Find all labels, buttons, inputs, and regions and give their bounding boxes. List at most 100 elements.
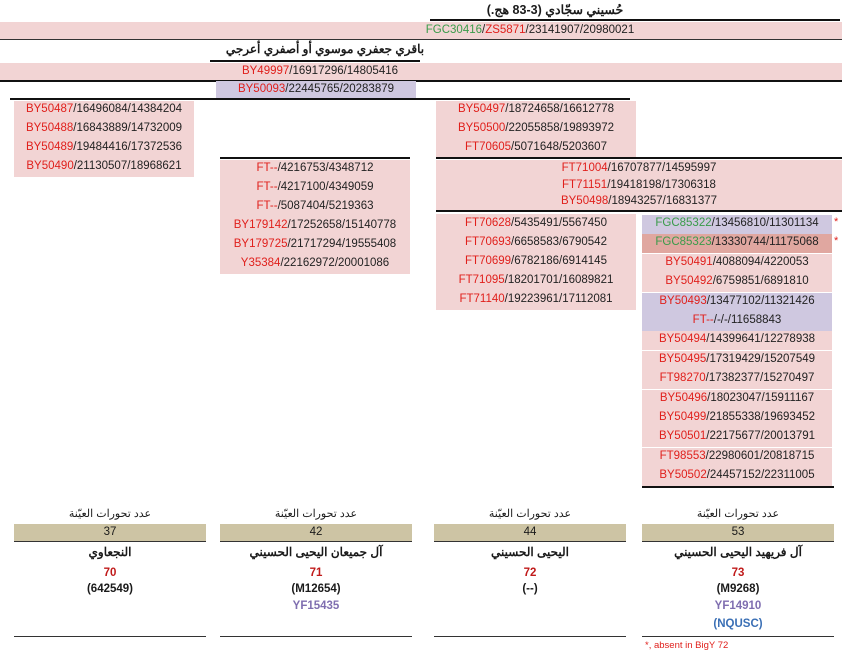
snp-segment: /17382377/15270497 <box>705 372 815 385</box>
col34-rule <box>436 210 842 212</box>
snp-segment: /22445765/20283879 <box>285 83 395 95</box>
root-lineage-rule <box>0 39 842 40</box>
snp-segment: /21130507/18968621 <box>73 160 182 172</box>
snp-row-band <box>642 370 832 390</box>
absent-marker: * <box>834 216 839 228</box>
family-code: (M9268) <box>716 583 760 595</box>
snp-segment: /19418198/17306318 <box>607 178 716 191</box>
snp-row-band <box>642 253 832 273</box>
snp-segment: /6658583/6790542 <box>511 236 607 248</box>
family-id: 72 <box>523 567 537 579</box>
family-id: 71 <box>309 567 323 579</box>
snp-segment: /21855338/19693452 <box>706 411 816 423</box>
branch-row1: BY49997/16917296/14805416 <box>210 62 430 80</box>
snp-segment: Y35384 <box>240 257 281 269</box>
snp-segment: /17252658/15140778 <box>287 219 397 231</box>
snp-segment: /16843889/14732009 <box>73 122 183 134</box>
snp-row: FT98553/22980601/20818715 <box>642 447 832 465</box>
snp-row: FGC85323/13330744/11175068 <box>642 233 832 251</box>
count-rule <box>220 541 412 542</box>
snp-segment: FT71151 <box>562 178 608 191</box>
count-rule <box>14 541 206 542</box>
snp-segment: FT98270 <box>659 372 706 385</box>
snp-segment: /5071648/5203607 <box>511 141 607 153</box>
mutation-count: 53 <box>642 524 834 541</box>
snp-row-band <box>642 215 832 234</box>
snp-row-band <box>642 234 832 254</box>
snp-segment: /19484416/17372536 <box>73 141 183 153</box>
group-bottom-rule <box>14 636 206 637</box>
branch-row2-band <box>216 81 416 98</box>
snp-row-band <box>642 428 832 448</box>
snp-segment: /21717294/19555408 <box>287 238 397 250</box>
root-title: حُسيني سجّادي (3-83 هج.) <box>486 3 624 17</box>
snp-row-band <box>642 292 832 312</box>
snp-row: Y35384/22162972/20001086 <box>220 254 410 272</box>
snp-segment: /14399641/12278938 <box>706 333 816 346</box>
snp-segment: /23141907/20980021 <box>525 24 635 36</box>
snp-row: BY50490/21130507/18968621 <box>14 157 194 175</box>
group-bottom-rule <box>220 636 412 637</box>
snp-segment: FT-- <box>256 162 278 174</box>
snp-segment: /22055858/19893972 <box>505 122 615 134</box>
absent-marker: * <box>834 235 839 248</box>
col2-top-rule <box>220 157 410 159</box>
snp-row: BY50497/18724658/16612778 <box>436 100 636 118</box>
snp-row: BY50500/22055858/19893972 <box>436 119 636 137</box>
mutation-count: 44 <box>434 524 626 541</box>
count-rule <box>642 541 834 542</box>
snp-row: FT--/5087404/5219363 <box>220 197 410 215</box>
snp-row: FT--/-/-/11658843 <box>642 311 832 329</box>
branch-row2-rule <box>10 98 630 100</box>
snp-segment: BY50093 <box>237 83 286 95</box>
snp-segment: FT70628 <box>465 217 512 229</box>
snp-segment: BY179725 <box>233 238 288 250</box>
branch-row1-rule <box>0 80 842 82</box>
family-name: النجعاوي <box>88 545 132 559</box>
snp-row-band <box>642 409 832 428</box>
family-name: اليحيى الحسيني <box>491 545 569 559</box>
snp-row: FGC85322/13456810/11301134 <box>642 214 832 232</box>
snp-segment: BY50499 <box>658 411 707 423</box>
snp-segment: /18943257/16831377 <box>608 195 718 207</box>
snp-segment: BY50489 <box>25 141 74 153</box>
col3-top-band <box>436 101 636 158</box>
snp-row: FT98270/17382377/15270497 <box>642 369 832 387</box>
count-label: عدد تحورات العيّنة <box>488 508 572 520</box>
snp-row: BY50499/21855338/19693452 <box>642 408 832 426</box>
snp-segment: /22175677/20013791 <box>706 430 816 443</box>
snp-row: BY50494/14399641/12278938 <box>642 330 832 348</box>
snp-row-band <box>642 447 832 467</box>
snp-row: FT--/4216753/4348712 <box>220 159 410 177</box>
snp-segment: / <box>482 24 486 36</box>
snp-segment: BY49997 <box>241 65 290 77</box>
snp-segment: /4088094/4220053 <box>712 255 809 268</box>
family-name: آل جميعان اليحيى الحسيني <box>249 545 383 559</box>
snp-segment: FT70693 <box>465 236 512 248</box>
family-code: (--) <box>522 583 538 595</box>
branch-row1-band <box>0 63 842 80</box>
footnote: *, absent in BigY 72 <box>645 640 729 651</box>
snp-segment: FT-- <box>256 181 278 193</box>
snp-row-band <box>642 331 832 351</box>
snp-row: FT--/4217100/4349059 <box>220 178 410 196</box>
family-id: 70 <box>103 567 117 579</box>
snp-segment: BY50495 <box>658 352 707 365</box>
snp-segment: FT70699 <box>465 255 512 267</box>
group-bottom-rule <box>434 636 626 637</box>
snp-segment: /4216753/4348712 <box>277 162 374 174</box>
snp-row: FT71151/19418198/17306318 <box>436 176 842 194</box>
snp-segment: FGC85322 <box>655 217 712 229</box>
snp-segment: FT70605 <box>465 141 512 153</box>
snp-segment: BY50488 <box>25 122 74 134</box>
count-label: عدد تحورات العيّنة <box>68 508 152 520</box>
snp-segment: /24457152/22311005 <box>706 469 815 482</box>
snp-segment: BY50496 <box>659 391 708 404</box>
snp-segment: /16496084/14384204 <box>73 103 183 115</box>
snp-segment: FT98553 <box>659 449 706 462</box>
snp-row: BY50498/18943257/16831377 <box>436 192 842 210</box>
snp-segment: /16707877/14595997 <box>607 162 717 174</box>
snp-segment: /5087404/5219363 <box>277 200 374 212</box>
snp-segment: BY50494 <box>658 333 707 346</box>
snp-segment: /19223961/17112081 <box>504 293 613 305</box>
